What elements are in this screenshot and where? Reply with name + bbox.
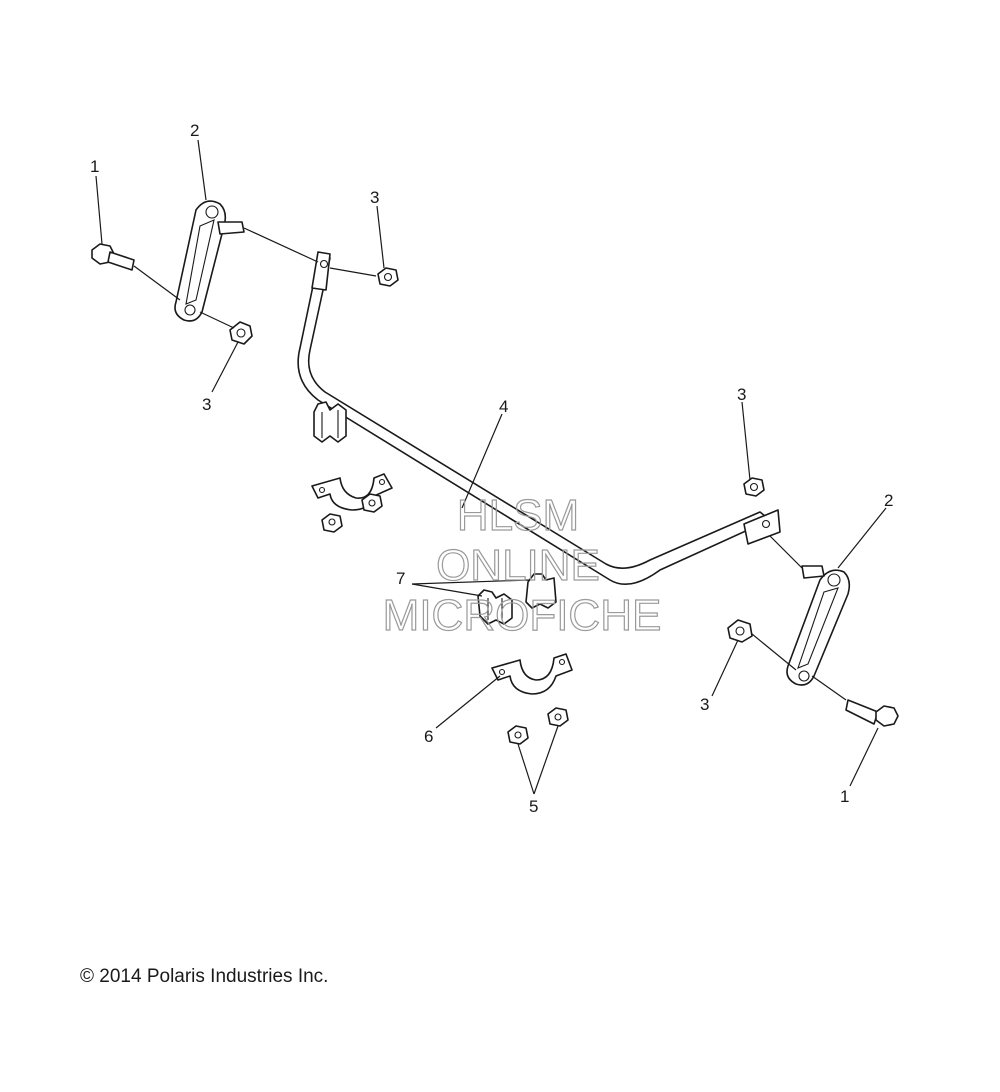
- nut-left-lower: [229, 321, 253, 345]
- assembly-centerlines: [133, 227, 847, 701]
- watermark-line-1: HLSM: [457, 491, 579, 540]
- stabilizer-bar: [297, 251, 781, 586]
- bar-clamp-upper: [311, 473, 393, 511]
- bar-bushing-right: [525, 573, 557, 609]
- callout-2-right: 2: [884, 491, 893, 510]
- flange-nut-upper-a: [321, 513, 343, 533]
- bar-bushing-left: [313, 401, 347, 443]
- bolt-left: [91, 243, 135, 271]
- nut-right-lower: [727, 619, 753, 643]
- callout-6: 6: [424, 727, 433, 746]
- flange-nut-upper-b: [361, 493, 383, 513]
- bushing-loose: [477, 589, 513, 625]
- callout-7: 7: [396, 569, 405, 588]
- flange-nut-lower-b: [547, 707, 569, 727]
- stabilizer-link-right: [786, 565, 851, 686]
- callout-leaders: [95, 139, 887, 795]
- callout-3-top: 3: [370, 188, 379, 207]
- callout-1-left: 1: [90, 157, 99, 176]
- callout-3-right-top: 3: [737, 385, 746, 404]
- watermark-line-3: MICROFICHE: [383, 591, 662, 640]
- watermark-line-2: ONLINE: [436, 541, 600, 590]
- callout-1-right: 1: [840, 787, 849, 806]
- stabilizer-link-left: [174, 200, 245, 322]
- callout-5: 5: [529, 797, 538, 816]
- bar-clamp-lower: [491, 653, 573, 695]
- callout-3-right-bottom: 3: [700, 695, 709, 714]
- flange-nut-lower-a: [507, 725, 529, 745]
- callout-4: 4: [499, 397, 508, 416]
- bolt-right: [845, 699, 899, 727]
- callout-3-left: 3: [202, 395, 211, 414]
- nut-right-upper: [743, 477, 765, 497]
- copyright-notice: © 2014 Polaris Industries Inc.: [80, 966, 329, 987]
- nut-top-center: [377, 267, 399, 287]
- callout-2-left: 2: [190, 121, 199, 140]
